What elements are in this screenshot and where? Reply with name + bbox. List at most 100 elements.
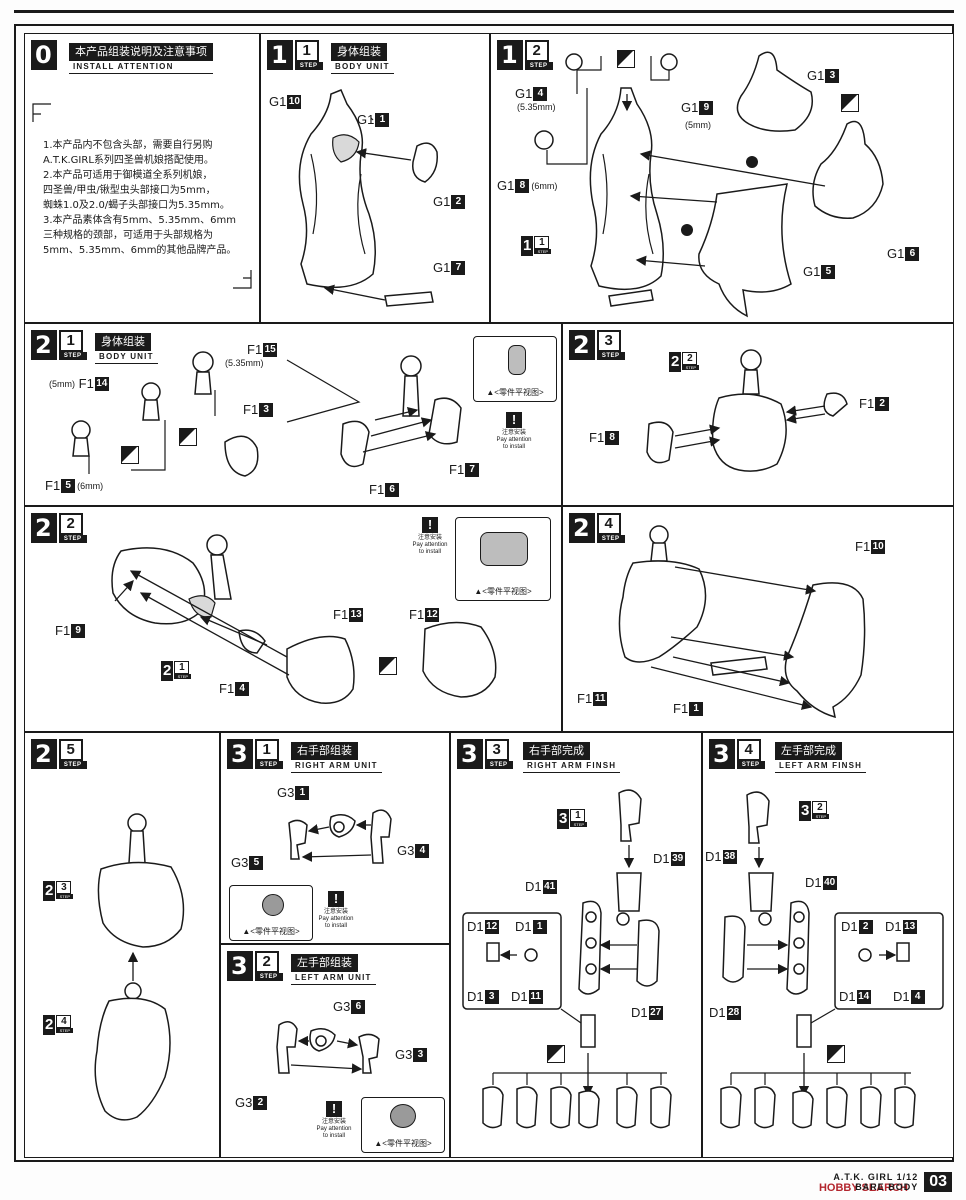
torso-part xyxy=(589,87,664,291)
instruction-line: 三种规格的颈部，可适用于头部规格为 xyxy=(43,230,213,241)
step-sub-number: 1 xyxy=(254,739,279,761)
hip-peg xyxy=(608,289,654,307)
left-arm-illustration xyxy=(276,1021,380,1074)
instruction-line: 四圣兽/甲虫/锹型虫头部接口为5mm， xyxy=(43,185,216,196)
chest-cover-illustration xyxy=(111,534,497,704)
title-zh: 右手部完成 xyxy=(523,742,590,760)
title-zh: 左手部完成 xyxy=(775,742,842,760)
alternate-choice-icon xyxy=(617,50,635,68)
plan-part-icon xyxy=(390,1104,416,1128)
step-badge: 1 2 STEP xyxy=(497,40,553,70)
instruction-line: 3.本产品素体含有5mm、5.35mm、6mm xyxy=(43,215,236,226)
step-number: 3 xyxy=(457,739,483,769)
chest-assembly-illustration xyxy=(646,349,848,472)
step-number: 2 xyxy=(31,513,57,543)
order-marker-2 xyxy=(746,156,758,168)
instruction-line: 蜘蛛1.0及2.0/蝎子头部接口为5.35mm。 xyxy=(43,200,230,211)
step-title: 右手部组装 RIGHT ARM UNIT xyxy=(291,741,382,773)
size-note: (5mm) xyxy=(685,120,711,130)
step-sub-number: 4 xyxy=(736,739,761,761)
skirt-part xyxy=(698,183,792,318)
right-arm-finish-illustration xyxy=(462,789,672,1129)
plan-caption: ▲<零件平视图> xyxy=(374,1139,432,1148)
chest-shell-g16 xyxy=(812,120,884,219)
plan-part-icon xyxy=(262,894,284,916)
title-en: BODY UNIT xyxy=(331,61,394,74)
step-sub-number: 5 xyxy=(58,739,83,761)
step-number: 1 xyxy=(497,40,523,70)
top-rule xyxy=(14,10,954,20)
step-number: 2 xyxy=(569,330,595,360)
exclamation-icon: ! xyxy=(422,517,438,533)
left-arm-finish-illustration xyxy=(720,791,944,1129)
torso-join-illustration xyxy=(94,813,185,1121)
size-note: (5.35mm) xyxy=(517,102,556,112)
plan-caption: ▲<零件平视图> xyxy=(486,388,544,397)
alternate-choice-icon xyxy=(827,1045,845,1063)
alternate-choice-icon xyxy=(121,446,139,464)
plan-part-icon xyxy=(480,532,528,566)
step-number: 2 xyxy=(569,513,595,543)
title-zh: 右手部组装 xyxy=(291,742,358,760)
step-badge: 1 1 STEP xyxy=(267,40,323,70)
title-en: INSTALL ATTENTION xyxy=(69,61,213,74)
title-en: RIGHT ARM UNIT xyxy=(291,760,382,773)
title-zh: 本产品组装说明及注意事项 xyxy=(69,43,213,61)
hand-options xyxy=(720,1086,916,1129)
step-sub: 1 STEP xyxy=(294,40,323,70)
step-title: 身体组装 BODY UNIT xyxy=(95,332,158,364)
step-word: STEP xyxy=(294,62,323,70)
step-title: 本产品组装说明及注意事项 INSTALL ATTENTION xyxy=(69,42,213,74)
page-number: 03 xyxy=(924,1172,952,1192)
title-en: BODY UNIT xyxy=(95,351,158,364)
step-sub-number: 2 xyxy=(524,40,549,62)
step-number: 3 xyxy=(709,739,735,769)
body-assembly-illustration xyxy=(534,51,884,318)
instruction-line: 5mm、5.35mm、6mm的其他品牌产品。 xyxy=(43,245,237,256)
alternate-choice-icon xyxy=(841,94,859,112)
step-sub-number: 1 xyxy=(58,330,83,352)
step-sub-number: 1 xyxy=(294,40,319,62)
title-en: RIGHT ARM FINSH xyxy=(523,760,621,773)
title-zh: 左手部组装 xyxy=(291,954,358,972)
step-word: STEP xyxy=(524,62,553,70)
plan-part-icon xyxy=(508,345,526,375)
step-sub: 2 STEP xyxy=(524,40,553,70)
step-sub-number: 2 xyxy=(58,513,83,535)
step-title: 右手部完成 RIGHT ARM FINSH xyxy=(523,741,621,773)
step-title: 身体组装 BODY UNIT xyxy=(331,42,394,74)
step-sub-number: 3 xyxy=(596,330,621,352)
neck-ball xyxy=(660,53,678,71)
instruction-line: 2.本产品可适用于御模道全系列机娘， xyxy=(43,170,213,181)
